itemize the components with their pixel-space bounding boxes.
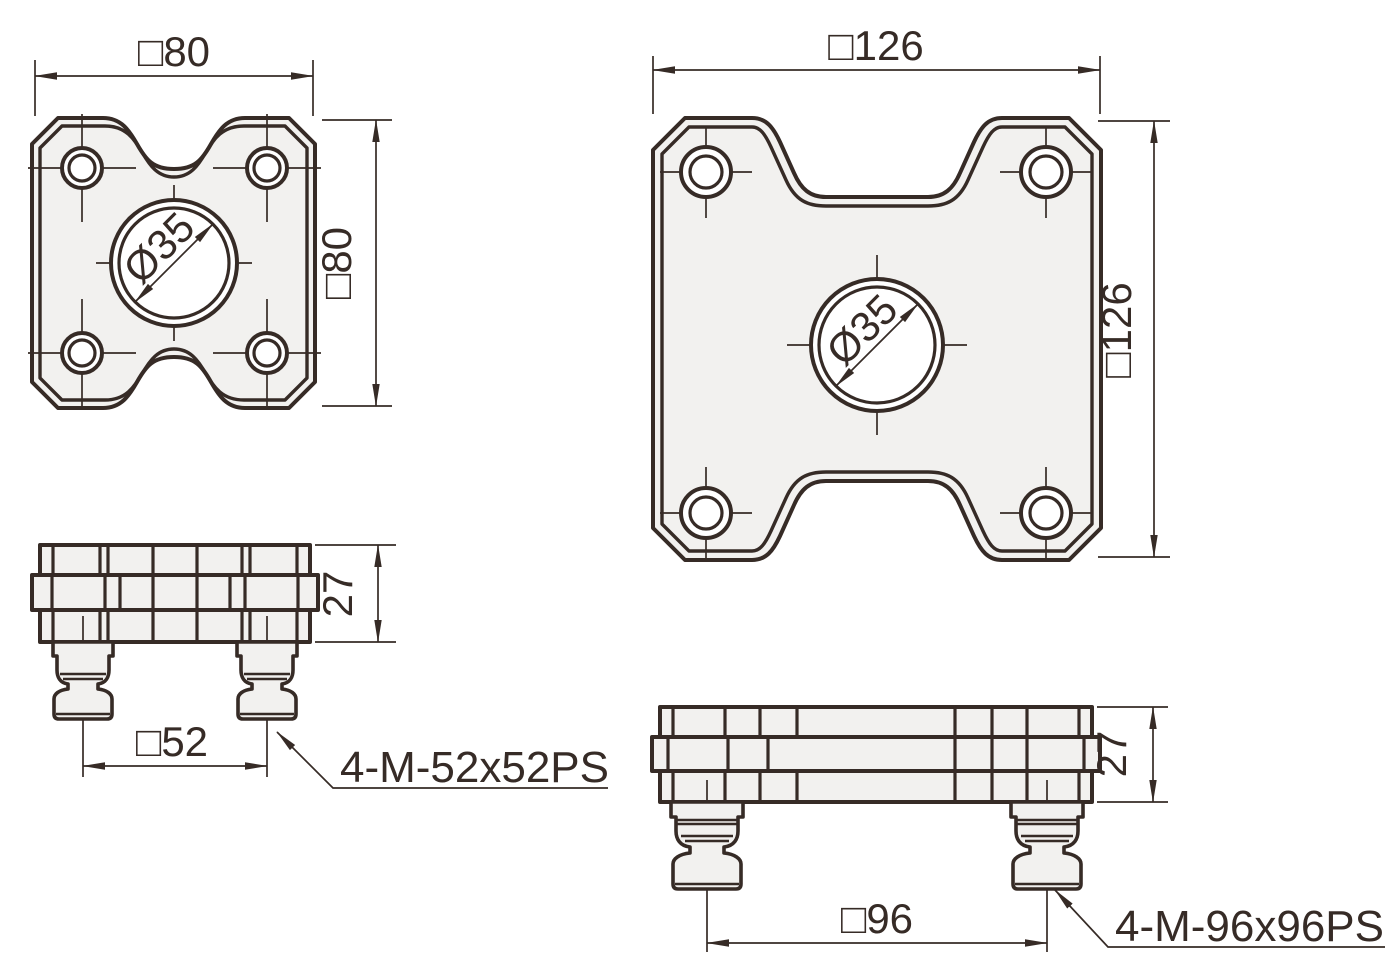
height-dimension: □80 [313,119,392,407]
stud-pitch-dimension: □52 [82,718,268,770]
height-dimension: 27 [314,544,396,643]
bottom-band [658,769,1094,804]
corner-hole [660,467,752,559]
leader-callout: 4-M-96x96PS [1054,889,1385,951]
positioning-stud [51,616,115,777]
corner-hole [213,114,321,222]
plate-inner-outline [660,125,1094,553]
top-band [658,705,1094,739]
stud-pitch-dimension: □96 [706,895,1048,947]
height-dimension: 27 [1088,706,1168,803]
width-dimension: □126 [652,22,1101,114]
small-plate-front-view: Ø35 □80 □80 [28,28,392,410]
plate-inner-outline [38,124,309,402]
height-dimension-text: □126 [1093,282,1140,377]
large-block-side-view: 27 □96 4-M-96x96PS [650,705,1385,952]
middle-band [650,735,1102,773]
positioning-stud [669,780,745,952]
center-bore: Ø35 [787,255,967,435]
corner-hole [1000,126,1092,218]
division-lines [50,545,300,642]
width-dimension-text: □80 [138,28,210,75]
positioning-stud [235,616,299,777]
leader-callout: 4-M-52x52PS [276,731,609,792]
stud-pitch-dimension-text: □96 [841,895,913,942]
height-dimension-text: 27 [314,571,361,618]
width-dimension: □80 [34,28,314,116]
height-dimension-text: 27 [1088,731,1135,778]
division-lines [666,707,1086,802]
corner-hole [28,114,136,222]
leader-callout-text: 4-M-52x52PS [340,743,609,792]
corner-hole [213,299,321,407]
height-dimension-text: □80 [313,227,360,299]
top-band [38,543,312,577]
corner-hole [28,299,136,407]
stud-pitch-dimension-text: □52 [136,718,208,765]
corner-hole [660,126,752,218]
bottom-band [38,608,312,644]
small-block-side-view: 27 □52 4-M-52x52PS [30,543,609,792]
width-dimension-text: □126 [828,22,923,69]
center-bore: Ø35 [96,185,252,341]
middle-band [30,573,320,612]
positioning-stud [1009,780,1085,952]
large-plate-front-view: Ø35 □126 □126 [651,22,1170,562]
leader-callout-text: 4-M-96x96PS [1115,902,1384,951]
corner-hole [1000,467,1092,559]
height-dimension: □126 [1093,120,1170,558]
